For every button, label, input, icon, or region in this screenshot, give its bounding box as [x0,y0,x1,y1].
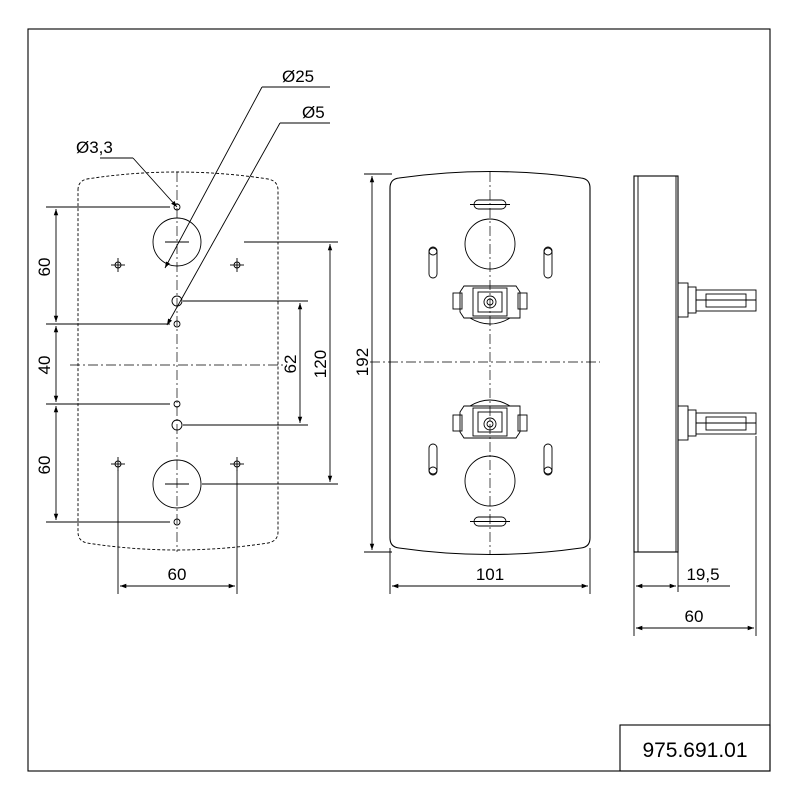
dim-60-bottom: 60 [35,456,54,475]
small-hole [111,203,244,526]
dim-60-side: 60 [685,607,704,626]
drilling-template-view: Ø3,3 Ø25 Ø5 60 40 60 62 120 60 [35,67,338,594]
horizontal-slot-bottom [470,516,510,527]
dim-120: 120 [311,350,330,378]
title-box [619,724,771,772]
diameter-5-label: Ø5 [302,103,325,122]
front-plate-view: 192 101 [353,170,600,594]
knockout-top [464,218,516,270]
drawing-frame [27,28,771,772]
dim-62: 62 [281,355,300,374]
side-connector-bottom [677,405,757,441]
dim-192: 192 [353,348,372,376]
knockout-bottom [464,455,516,507]
template-outline [77,171,279,551]
side-body [633,175,679,553]
dim-60-horizontal: 60 [168,565,187,584]
dim-19-5: 19,5 [686,565,719,584]
dim-60-top: 60 [35,258,54,277]
large-hole-bottom [152,459,202,509]
dim-40: 40 [35,356,54,375]
diameter-3-3-label: Ø3,3 [76,138,113,157]
plate-outline [389,170,591,556]
horizontal-slot-top [470,199,510,210]
medium-hole [171,295,183,431]
part-number: 975.691.01 [642,739,747,762]
large-hole-top [152,217,202,267]
terminal-block-top [452,285,528,325]
side-connector-top [677,282,757,318]
side-view: 19,5 60 [633,175,757,636]
keyhole-slot [428,246,553,476]
terminal-block-bottom [452,399,528,439]
dim-101: 101 [476,565,504,584]
diameter-25-label: Ø25 [282,67,314,86]
